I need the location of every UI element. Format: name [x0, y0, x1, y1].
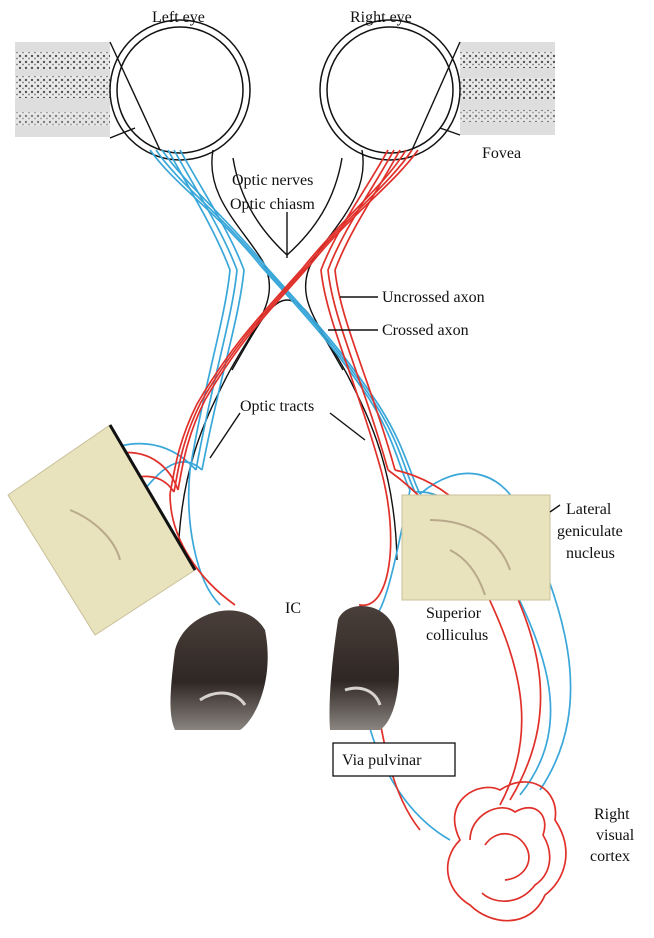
- label-uncrossed-axon: Uncrossed axon: [382, 289, 485, 306]
- label-left-eye: Left eye: [152, 9, 205, 26]
- left-eyeball: [110, 20, 250, 160]
- label-lgn-line1: Lateral: [566, 501, 612, 518]
- superior-colliculus-right: [329, 606, 399, 730]
- label-optic-nerves: Optic nerves: [232, 172, 313, 189]
- right-lgn-section: [402, 495, 550, 600]
- label-sc-line2: colliculus: [426, 627, 488, 644]
- label-lgn-line3: nucleus: [566, 545, 615, 562]
- left-retina-micrograph: [15, 42, 110, 137]
- superior-colliculus-left: [170, 610, 267, 730]
- label-optic-chiasm: Optic chiasm: [230, 196, 315, 213]
- label-lgn-line2: geniculate: [557, 523, 623, 540]
- right-retina-micrograph: [460, 42, 555, 135]
- label-cortex-line2: visual: [596, 827, 635, 844]
- right-eyeball: [320, 20, 460, 160]
- label-right-eye: Right eye: [350, 9, 412, 26]
- via-pulvinar-box: Via pulvinar: [333, 743, 455, 776]
- label-crossed-axon: Crossed axon: [382, 322, 469, 339]
- label-optic-tracts: Optic tracts: [240, 398, 314, 415]
- label-ic: IC: [285, 600, 301, 617]
- left-lgn-section: [8, 425, 195, 635]
- label-sc-line1: Superior: [426, 605, 482, 622]
- label-fovea: Fovea: [482, 145, 521, 162]
- visual-cortex-outline: [448, 782, 566, 921]
- label-via-pulvinar: Via pulvinar: [342, 752, 422, 769]
- label-cortex-line1: Right: [594, 806, 630, 823]
- label-cortex-line3: cortex: [590, 848, 630, 865]
